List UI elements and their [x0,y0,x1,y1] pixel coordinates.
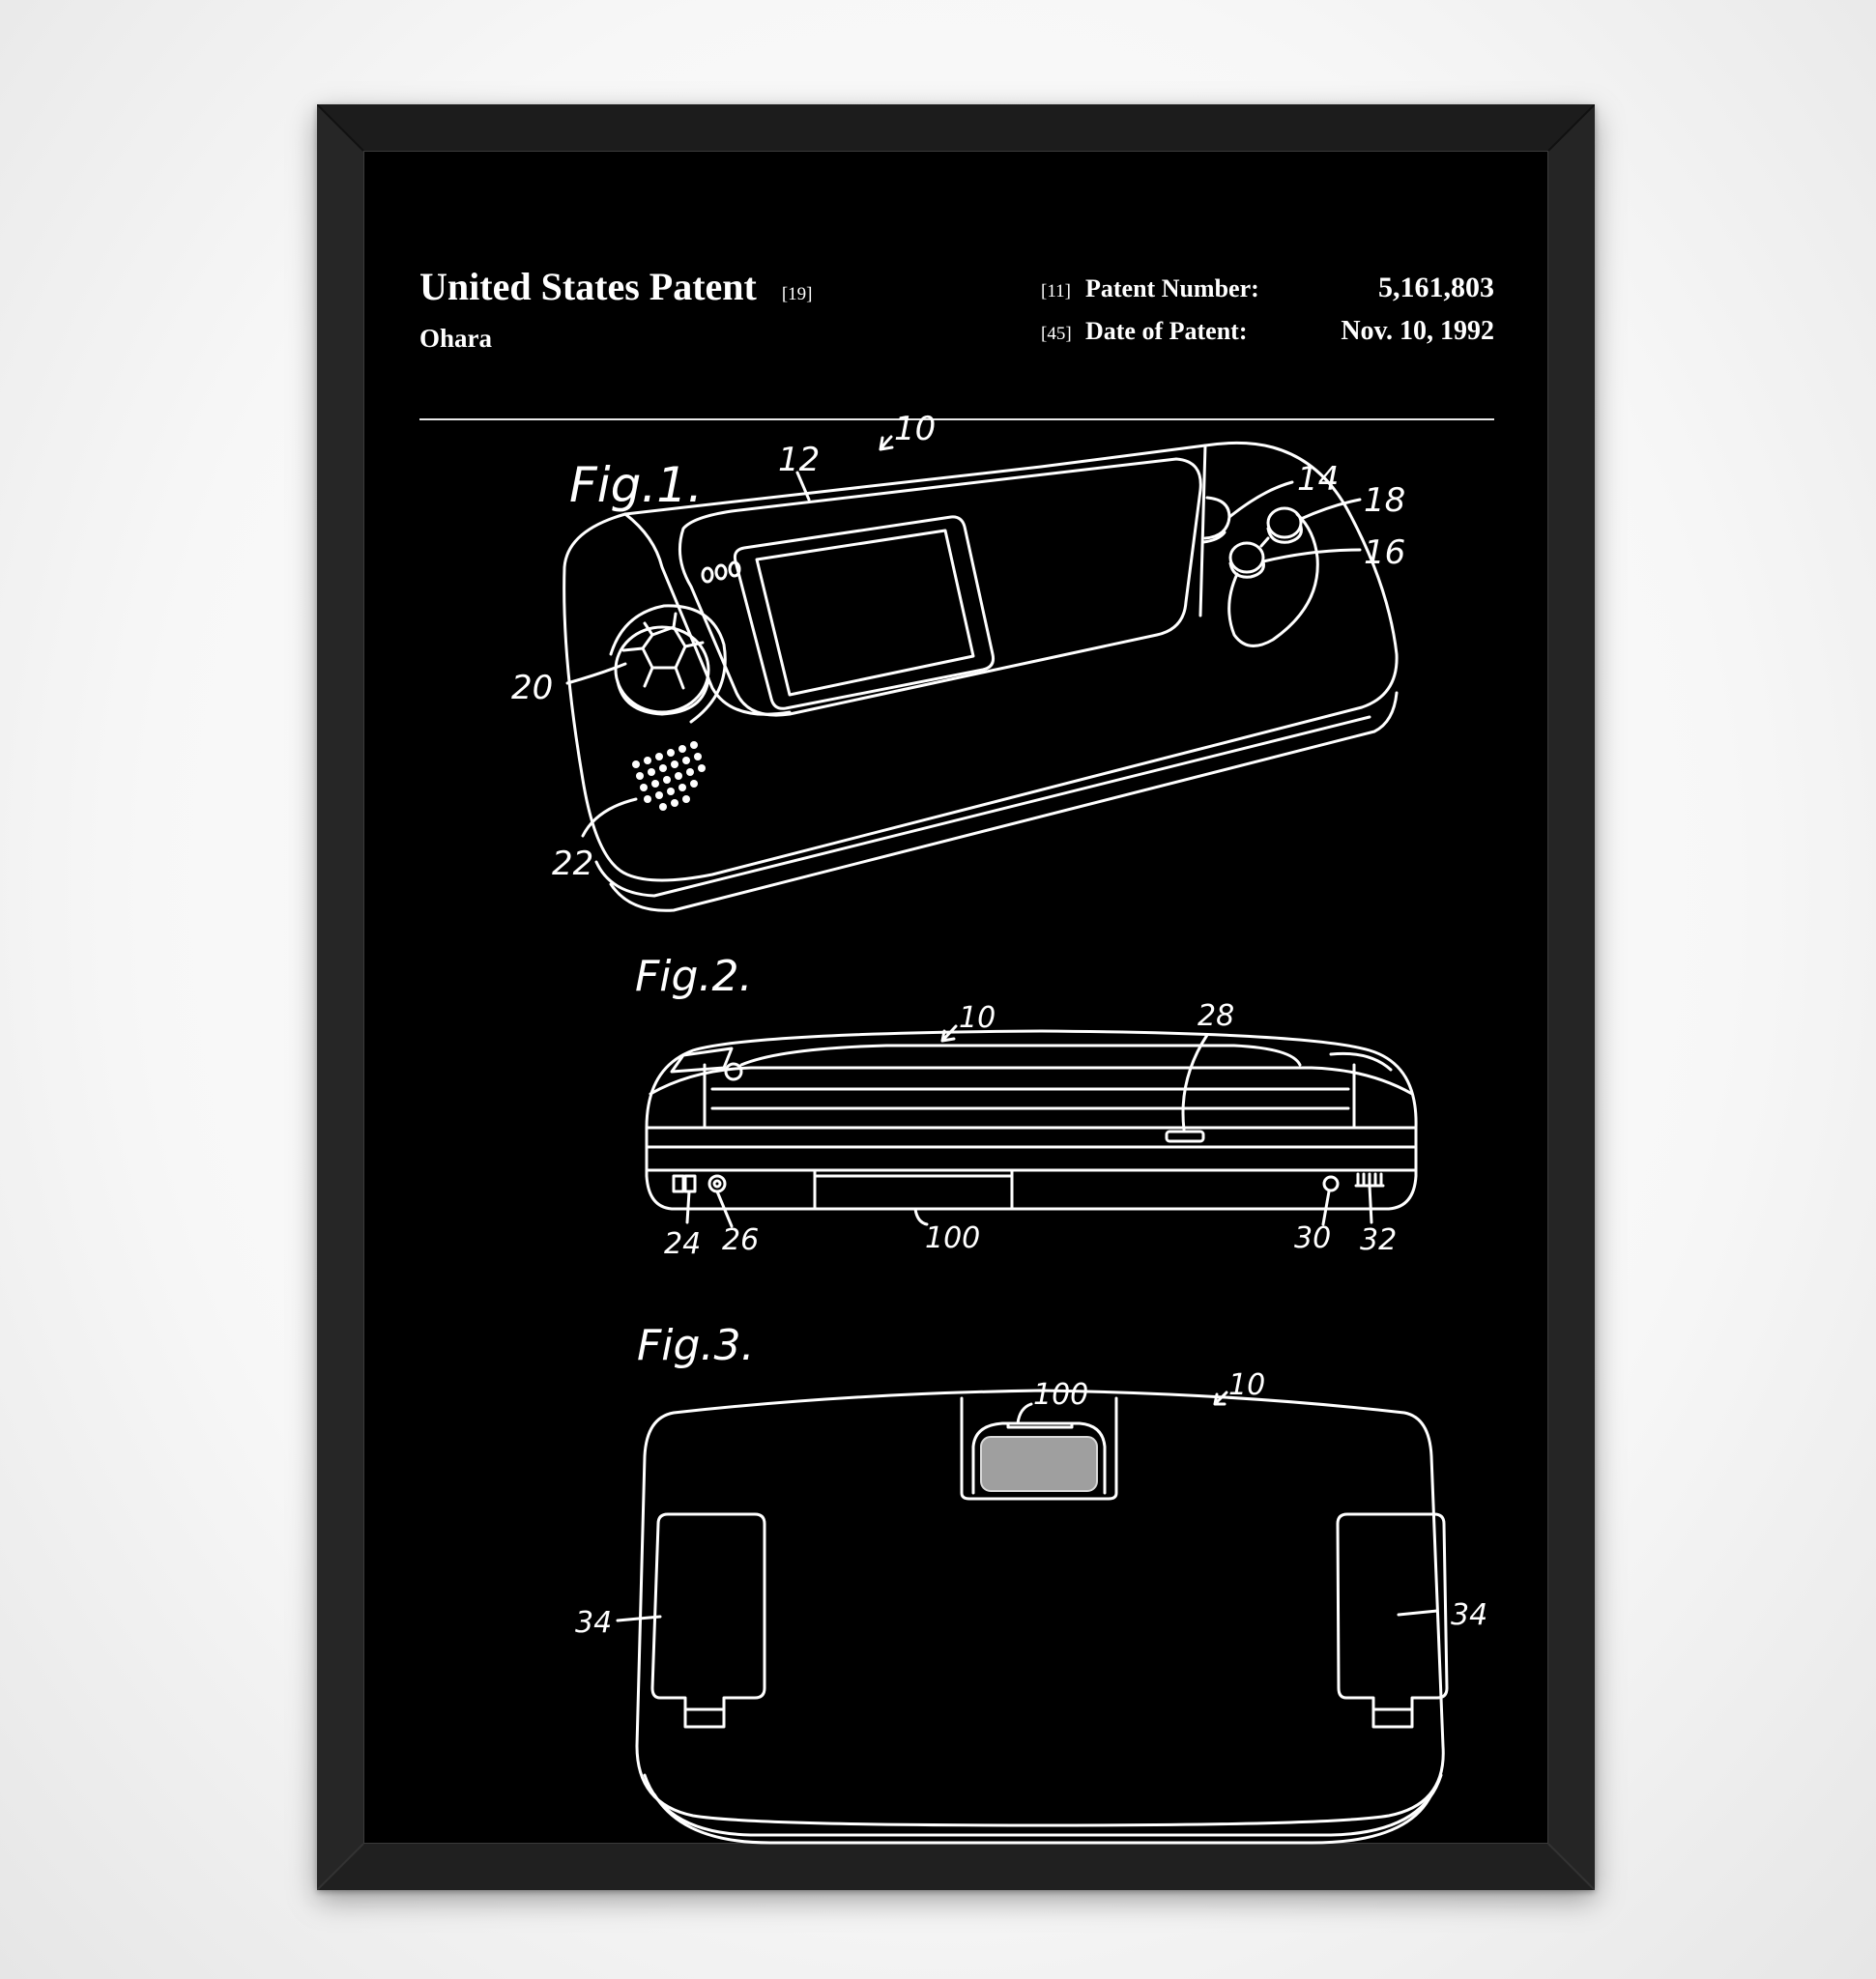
fig3-ref-10: 10 [1228,1368,1265,1402]
patent-number-label: Patent Number: [1085,274,1259,302]
fig3-cartridge-window [960,1396,1118,1501]
fig1-dpad [609,604,727,724]
fig3-title: Fig.3. [637,1321,754,1370]
fig1-title: Fig.1. [569,457,703,513]
picture-frame: United States Patent [19] Ohara [11] Pat… [317,104,1595,1890]
fig2-ref-30: 30 [1294,1221,1331,1255]
fig1-ref-18: 18 [1364,481,1405,520]
fig2-headphone-jack [1322,1175,1340,1192]
date-label: Date of Patent: [1085,317,1248,345]
fig2-ref-28: 28 [1198,999,1234,1033]
fig2-dc-jack [707,1174,727,1193]
fig1-speaker-grille [632,741,706,811]
fig2-power-switch [672,1174,685,1193]
fig2-ref-32: 32 [1360,1223,1397,1257]
fig3-battery-cover-right [1336,1512,1449,1729]
figure-3: Fig.3. 100 10 34 34 [575,1321,1487,1845]
patent-date: Nov. 10, 1992 [1341,316,1494,346]
fig2-ref-24: 24 [664,1227,701,1261]
patent-title: United States Patent [419,265,757,308]
figure-2: Fig.2. [635,952,1418,1261]
patent-title-code: [19] [781,284,813,304]
header-rule [419,418,1494,420]
fig3-ref-100: 100 [1033,1378,1088,1412]
patent-drawings: Fig.1. [511,410,1487,1845]
figure-1: Fig.1. [511,410,1405,912]
fig1-ref-16: 16 [1364,533,1405,572]
fig2-volume-wheel [1354,1172,1385,1188]
patent-print: United States Patent [19] Ohara [11] Pat… [363,151,1548,1845]
fig1-ref-10: 10 [894,410,936,448]
inventor-name: Ohara [419,324,493,353]
fig3-body-outline [635,1389,1445,1827]
fig1-button-1 [1228,541,1265,574]
fig2-ref-26: 26 [722,1223,759,1257]
fig3-ref-34-right: 34 [1451,1598,1487,1632]
fig1-ref-14: 14 [1297,460,1339,499]
date-code: [45] [1041,324,1072,344]
patent-header: United States Patent [19] Ohara [11] Pat… [364,152,1547,471]
fig3-cartridge-grille [980,1436,1098,1492]
patent-number-row: [11] Patent Number: 5,161,803 [1041,272,1494,304]
fig2-ref-10: 10 [959,1001,996,1035]
fig3-battery-cover-left [650,1512,766,1729]
fig2-cartridge [813,1168,1014,1211]
fig2-slot [1165,1130,1205,1143]
fig1-ref-22: 22 [552,845,593,883]
title-row: United States Patent [19] [419,264,813,309]
date-row: [45] Date of Patent: Nov. 10, 1992 [1041,316,1494,347]
frame-bevel [317,104,1595,1890]
fig1-screen [733,515,995,710]
fig1-body-outline [563,441,1399,882]
patent-number: 5,161,803 [1378,272,1494,303]
fig1-bezel [678,457,1202,717]
inventor-row: Ohara [419,324,492,354]
fig1-button-2 [1266,506,1303,539]
fig2-title: Fig.2. [635,952,752,1001]
fig2-ref-100: 100 [925,1221,980,1255]
fig2-body-outline [645,1029,1418,1211]
fig1-ref-12: 12 [778,441,820,479]
fig1-ref-20: 20 [511,669,553,707]
fig3-ref-34-left: 34 [575,1606,612,1640]
patent-number-code: [11] [1041,281,1071,301]
